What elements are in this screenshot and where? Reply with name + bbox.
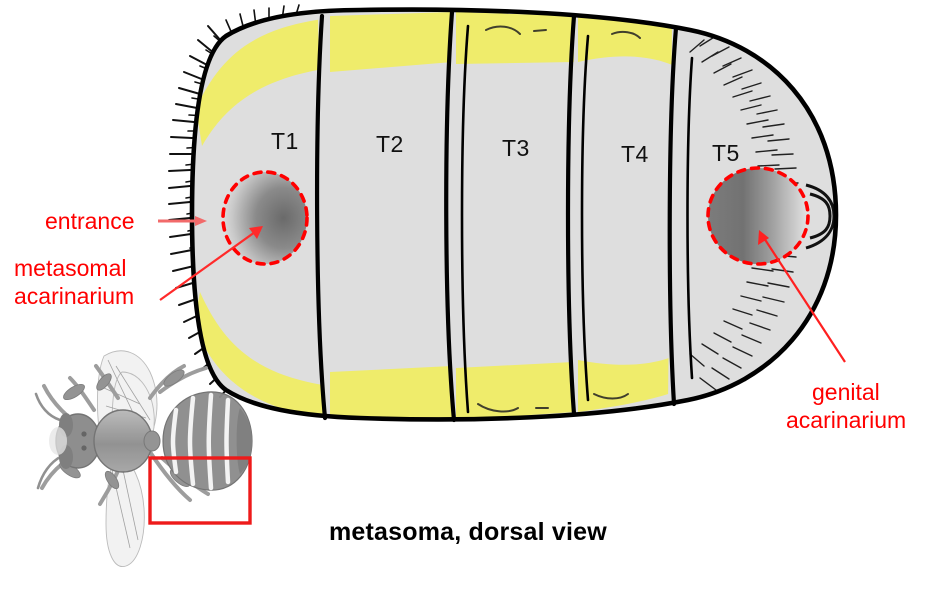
interior-detail-marks [477, 25, 641, 413]
yellow-bands-dorsal [194, 12, 672, 420]
tergite-label-t1: T1 [271, 128, 299, 154]
entrance-arrow [158, 216, 207, 226]
metasoma-body [192, 9, 836, 420]
bee-thorax [93, 409, 161, 473]
tergite-label-t5: T5 [712, 140, 740, 166]
genital-acarinarium [706, 166, 810, 266]
whole-bee-inset [34, 350, 253, 567]
tergite-dividers-secondary [460, 24, 694, 414]
tergite-dividers [314, 9, 679, 423]
tergite-label-t3: T3 [502, 135, 530, 161]
inset-highlight-box [148, 456, 252, 525]
genital-acarinarium-label-line2: acarinarium [786, 407, 907, 433]
tergite-label-t4: T4 [621, 141, 649, 167]
metasomal-acarinarium-label-line2: acarinarium [14, 283, 135, 309]
bee-metasoma [162, 391, 253, 491]
metasomal-acarinarium-arrow [159, 226, 263, 301]
tergite-label-t2: T2 [376, 131, 404, 157]
figure-caption: metasoma, dorsal view [329, 518, 607, 546]
metasomal-acarinarium-label-line1: metasomal [14, 255, 127, 281]
genital-acarinarium-label-line1: genital [812, 379, 880, 405]
metasoma-outline [189, 7, 839, 422]
genital-acarinarium-arrow [758, 230, 846, 363]
metasomal-acarinarium [221, 170, 309, 266]
entrance-label: entrance [45, 208, 135, 234]
bee-head [49, 413, 101, 469]
